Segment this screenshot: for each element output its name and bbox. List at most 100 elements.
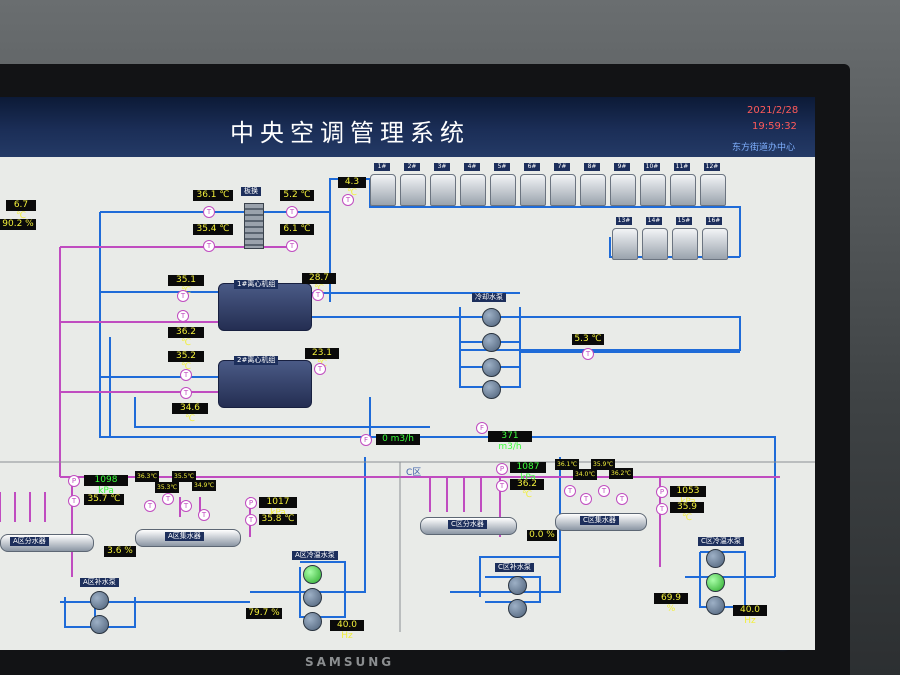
C-area-label: C区 (406, 468, 422, 478)
cooling-tower[interactable] (672, 228, 698, 260)
sensor[interactable]: T (198, 509, 210, 521)
sensor[interactable]: T (656, 503, 668, 515)
sensor[interactable]: T (616, 493, 628, 505)
cooling-tower[interactable] (612, 228, 638, 260)
A-supply-pump[interactable] (90, 591, 109, 610)
A-pressure2: 1017 kPa (259, 497, 297, 518)
C-supply-pump[interactable] (508, 576, 527, 595)
sensor[interactable]: T (342, 194, 354, 206)
cooling-tower[interactable] (430, 174, 456, 206)
ch1-b: 28.7 ℃ (302, 273, 336, 294)
chiller-2[interactable] (218, 360, 312, 408)
cooling-tower[interactable] (520, 174, 546, 206)
sensor[interactable]: T (180, 500, 192, 512)
cooling-tower[interactable] (702, 228, 728, 260)
tower-label: 6# (524, 163, 540, 171)
tower-label: 15# (676, 217, 692, 225)
sensor[interactable]: T (177, 290, 189, 302)
cooling-tower[interactable] (490, 174, 516, 206)
cooling-tower[interactable] (550, 174, 576, 206)
cooling-tower[interactable] (400, 174, 426, 206)
C-pump-pct: 69.9 % (654, 593, 688, 614)
ch2-a: 35.2 ℃ (168, 351, 204, 372)
sensor[interactable]: T (286, 240, 298, 252)
sensor[interactable]: P (496, 463, 508, 475)
sensor[interactable]: T (312, 289, 324, 301)
sensor[interactable]: T (203, 206, 215, 218)
sensor[interactable]: T (580, 493, 592, 505)
sensor[interactable]: P (656, 486, 668, 498)
hx-out2: 6.1 ℃ (280, 224, 314, 235)
C-dist-label: C区分水器 (448, 520, 487, 529)
A-c2: 35.3℃ (155, 482, 179, 493)
tower-label: 10# (644, 163, 660, 171)
tower-label: 13# (616, 217, 632, 225)
sensor[interactable]: P (68, 475, 80, 487)
sensor[interactable]: T (496, 480, 508, 492)
hx-in1: 36.1 ℃ (193, 190, 233, 201)
plate-heat-exchanger (244, 203, 264, 249)
cooling-tower[interactable] (370, 174, 396, 206)
cooling-tower[interactable] (670, 174, 696, 206)
tower-label: 16# (706, 217, 722, 225)
cooling-tower[interactable] (610, 174, 636, 206)
A-pressure: 1098 kPa (84, 475, 128, 496)
A-coll-label: A区集水器 (165, 532, 204, 541)
cooling-pump[interactable] (482, 333, 501, 352)
hx-label: 板换 (241, 187, 261, 196)
tower-label: 1# (374, 163, 390, 171)
cooling-tower[interactable] (580, 174, 606, 206)
cooling-pump[interactable] (482, 380, 501, 399)
C-supply-pump[interactable] (508, 599, 527, 618)
sensor[interactable]: T (180, 387, 192, 399)
cooling-tower[interactable] (460, 174, 486, 206)
A-circ-pump[interactable] (303, 588, 322, 607)
A-pump-pct: 79.7 % (246, 608, 282, 619)
C-circ-pump-running[interactable] (706, 573, 725, 592)
cooling-tower[interactable] (700, 174, 726, 206)
C-circ-pump[interactable] (706, 549, 725, 568)
sensor[interactable]: T (245, 514, 257, 526)
C-hz: 40.0 Hz (733, 605, 767, 626)
cooling-pump[interactable] (482, 358, 501, 377)
C-pressure: 1087 kPa (510, 462, 546, 483)
hx-out1: 5.2 ℃ (280, 190, 314, 201)
sensor[interactable]: T (203, 240, 215, 252)
A-c3: 35.5℃ (172, 471, 196, 482)
A-circ-pump-running[interactable] (303, 565, 322, 584)
chiller-1[interactable] (218, 283, 312, 331)
sensor[interactable]: P (245, 497, 257, 509)
tower-label: 9# (614, 163, 630, 171)
tower-label: 11# (674, 163, 690, 171)
tower-label: 2# (404, 163, 420, 171)
cooling-pump[interactable] (482, 308, 501, 327)
cooling-tower[interactable] (642, 228, 668, 260)
sensor[interactable]: T (564, 485, 576, 497)
sensor[interactable]: F (360, 434, 372, 446)
flow1: 0 m3/h (376, 434, 420, 445)
sensor[interactable]: T (144, 500, 156, 512)
A-hz: 40.0 Hz (330, 620, 364, 641)
sensor[interactable]: T (162, 493, 174, 505)
A-circ-pump[interactable] (303, 612, 322, 631)
A-temp2: 35.8 ℃ (259, 514, 297, 525)
A-dist-label: A区分水器 (10, 537, 49, 546)
A-supply-pump[interactable] (90, 615, 109, 634)
sensor[interactable]: T (286, 206, 298, 218)
date-display: 2021/2/28 (747, 105, 799, 116)
sensor[interactable]: T (180, 369, 192, 381)
cooling-tower[interactable] (640, 174, 666, 206)
C-supply-pumps-label: C区补水泵 (495, 563, 534, 572)
sensor[interactable]: T (177, 310, 189, 322)
sensor[interactable]: T (68, 495, 80, 507)
sensor[interactable]: F (476, 422, 488, 434)
cw-temp: 5.3 ℃ (572, 334, 604, 345)
sensor[interactable]: T (598, 485, 610, 497)
C-circ-pump[interactable] (706, 596, 725, 615)
C-c3: 35.9℃ (591, 459, 615, 470)
scada-screen: 中央空调管理系统 2021/2/28 19:59:32 东方街道办中心 (0, 97, 815, 650)
page-title: 中央空调管理系统 (230, 119, 470, 147)
tower-label: 3# (434, 163, 450, 171)
sensor[interactable]: T (314, 363, 326, 375)
sensor[interactable]: T (582, 348, 594, 360)
